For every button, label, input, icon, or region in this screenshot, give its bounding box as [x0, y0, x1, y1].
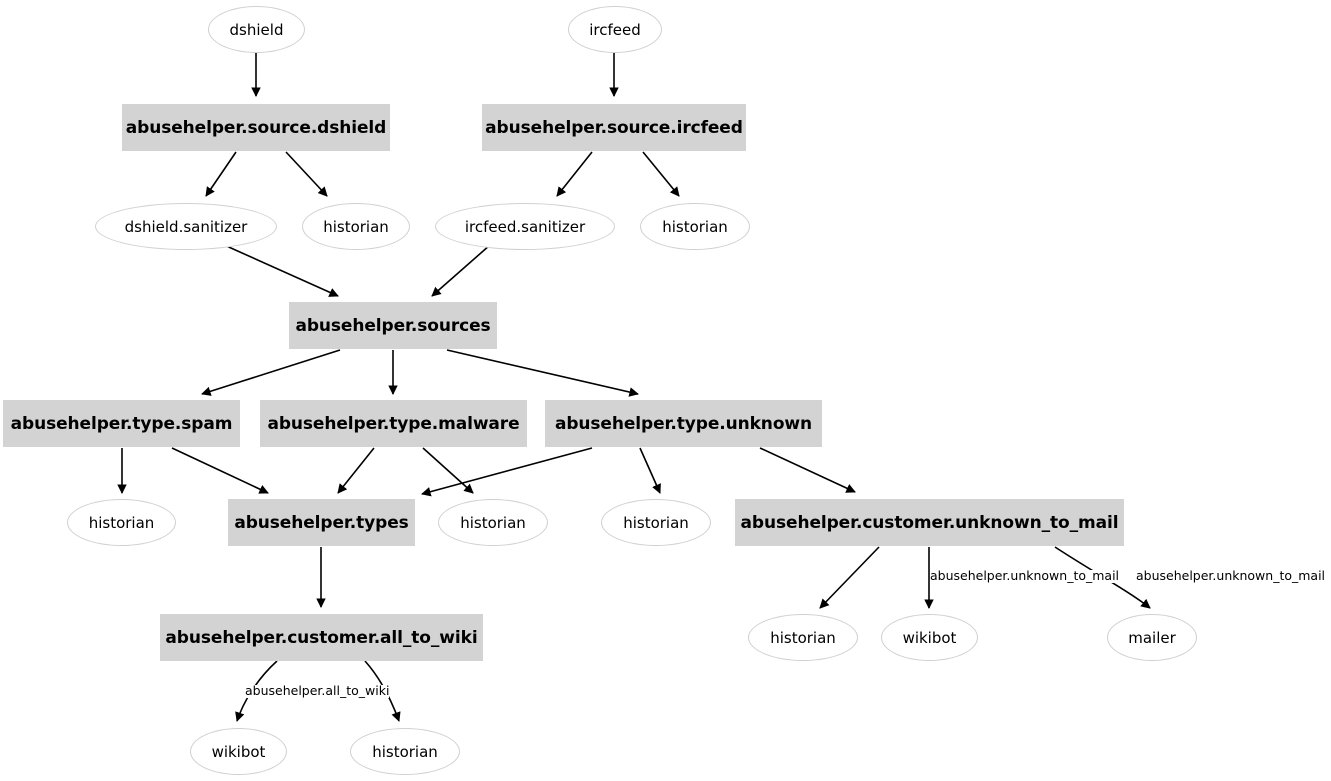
- edge-type-malware-to-types: [337, 447, 375, 494]
- edge-source-dshield-to-dshield-sanitizer: [205, 151, 237, 197]
- graph-node-cust_all_wiki[interactable]: abusehelper.customer.all_to_wiki: [160, 614, 483, 661]
- graph-node-hist_ircfeed[interactable]: historian: [640, 203, 750, 250]
- graph-node-label: historian: [770, 628, 836, 647]
- edge-dshield-sanitizer-to-sources: [221, 243, 339, 297]
- graph-node-label: abusehelper.type.malware: [267, 413, 520, 434]
- graph-node-sources[interactable]: abusehelper.sources: [289, 302, 497, 349]
- graph-node-src_ircfeed[interactable]: abusehelper.source.ircfeed: [482, 104, 746, 151]
- graph-node-label: abusehelper.types: [234, 512, 409, 533]
- graph-node-mailer_unknown[interactable]: mailer: [1107, 614, 1197, 661]
- graph-edge-label-lbl_unknown_1: abusehelper.unknown_to_mail: [930, 568, 1120, 583]
- graph-node-dshield[interactable]: dshield: [208, 6, 305, 53]
- graph-node-hist_spam[interactable]: historian: [67, 499, 176, 546]
- edge-type-unknown-to-types: [421, 447, 593, 497]
- graph-node-type_spam[interactable]: abusehelper.type.spam: [3, 400, 240, 447]
- graph-node-label: historian: [323, 217, 389, 236]
- graph-node-label: ircfeed: [589, 20, 641, 39]
- edge-sources-to-type-unknown: [446, 349, 639, 397]
- edge-type-unknown-to-customer-unknown-to-mail: [759, 447, 856, 493]
- graph-node-label: historian: [460, 513, 526, 532]
- graph-edge-label-lbl_all_wiki: abusehelper.all_to_wiki: [245, 683, 390, 698]
- graph-node-type_malware[interactable]: abusehelper.type.malware: [260, 400, 527, 447]
- graph-node-label: abusehelper.sources: [295, 315, 491, 336]
- graph-node-hist_all[interactable]: historian: [350, 728, 460, 775]
- graph-node-label: historian: [623, 513, 689, 532]
- graph-node-ircfeed_sanitizer[interactable]: ircfeed.sanitizer: [435, 203, 615, 250]
- graph-node-ircfeed[interactable]: ircfeed: [568, 6, 662, 53]
- graph-node-cust_unknown_mail[interactable]: abusehelper.customer.unknown_to_mail: [735, 499, 1124, 546]
- graph-node-label: abusehelper.type.spam: [10, 413, 233, 434]
- graph-node-hist_malware[interactable]: historian: [438, 499, 548, 546]
- graph-edge-label-lbl_unknown_2: abusehelper.unknown_to_mail: [1136, 568, 1326, 583]
- edge-source-ircfeed-to-historian: [642, 151, 680, 197]
- edge-type-malware-to-historian: [422, 447, 474, 494]
- edge-customer-unknown-to-mail-to-historian: [819, 546, 880, 609]
- graph-node-label: mailer: [1128, 628, 1176, 647]
- graph-node-hist_dshield[interactable]: historian: [302, 203, 410, 250]
- edge-source-dshield-to-historian: [285, 151, 328, 197]
- graph-node-label: dshield: [229, 20, 284, 39]
- graph-node-dshield_sanitizer[interactable]: dshield.sanitizer: [95, 203, 277, 250]
- graph-node-src_dshield[interactable]: abusehelper.source.dshield: [122, 104, 390, 151]
- graph-node-label: abusehelper.customer.all_to_wiki: [165, 627, 478, 648]
- edge-type-spam-to-types: [171, 447, 269, 494]
- graph-node-label: historian: [88, 513, 155, 532]
- graph-node-label: abusehelper.customer.unknown_to_mail: [740, 512, 1119, 533]
- graph-node-label: wikibot: [902, 628, 957, 647]
- graph-node-label: dshield.sanitizer: [124, 217, 248, 236]
- graph-node-label: historian: [372, 742, 438, 761]
- graph-node-label: ircfeed.sanitizer: [464, 217, 586, 236]
- graph-node-wikibot_unknown[interactable]: wikibot: [881, 614, 978, 661]
- graph-node-types[interactable]: abusehelper.types: [228, 499, 415, 546]
- graph-node-label: abusehelper.source.ircfeed: [485, 117, 743, 138]
- graph-node-hist_unknown_mail[interactable]: historian: [748, 614, 858, 661]
- graph-node-wikibot_all[interactable]: wikibot: [190, 728, 287, 775]
- edge-ircfeed-sanitizer-to-sources: [431, 244, 491, 297]
- graph-node-label: wikibot: [211, 742, 266, 761]
- edge-type-unknown-to-historian: [639, 447, 661, 494]
- graph-node-hist_unknown[interactable]: historian: [601, 499, 711, 546]
- graph-node-label: abusehelper.source.dshield: [125, 117, 387, 138]
- graph-node-type_unknown[interactable]: abusehelper.type.unknown: [545, 400, 822, 447]
- edge-source-ircfeed-to-ircfeed-sanitizer: [556, 151, 593, 197]
- edge-sources-to-type-spam: [201, 349, 341, 396]
- graph-node-label: historian: [662, 217, 728, 236]
- graph-node-label: abusehelper.type.unknown: [554, 413, 813, 434]
